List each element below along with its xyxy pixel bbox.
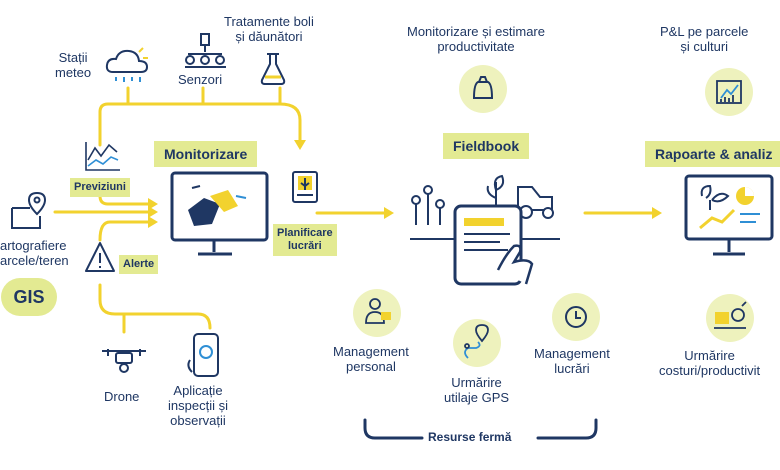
arrowhead-mon-3 [148,216,158,228]
label-sensors: Senzori [178,72,223,87]
cloud-rain-icon [105,47,149,82]
planner-icon [292,171,318,203]
arrowhead-mon-2 [148,206,158,218]
chart-icon [85,142,120,171]
warning-icon [85,242,115,272]
gis-badge: GIS [1,278,57,316]
tag-alerts: Alerte [119,255,159,274]
arrowhead-reports [652,207,662,219]
monitor-icon [170,171,269,256]
money-icon [706,294,754,342]
tag-forecasts: Previziuni [70,178,130,197]
resources-bracket [363,418,598,440]
arrowhead-fieldbook [384,207,394,219]
flask-icon [260,53,286,85]
clock-icon [552,293,600,341]
person-icon [353,289,401,337]
label-resources: Resurse fermă [428,430,512,444]
connector-top-bus [98,102,302,147]
connector-bottom-bus [98,283,212,330]
sensor-icon [185,33,226,68]
title-reports: Rapoarte & analiz [645,141,780,167]
bag-icon [459,65,507,113]
gps-icon [453,319,501,367]
arrowhead-mon-1 [148,198,158,210]
pl-icon [705,68,753,116]
arrowhead-planning [294,140,306,150]
label-drone: Drone [104,389,140,404]
drone-icon [102,349,146,373]
connector-forecasts [98,194,150,206]
map-pin-icon [11,191,47,229]
title-fieldbook: Fieldbook [443,133,530,159]
title-monitoring: Monitorizare [154,141,258,167]
analytics-monitor-icon [684,174,774,256]
tablet-icon [410,174,560,286]
connector-alerts [98,220,150,242]
phone-icon [187,333,219,377]
